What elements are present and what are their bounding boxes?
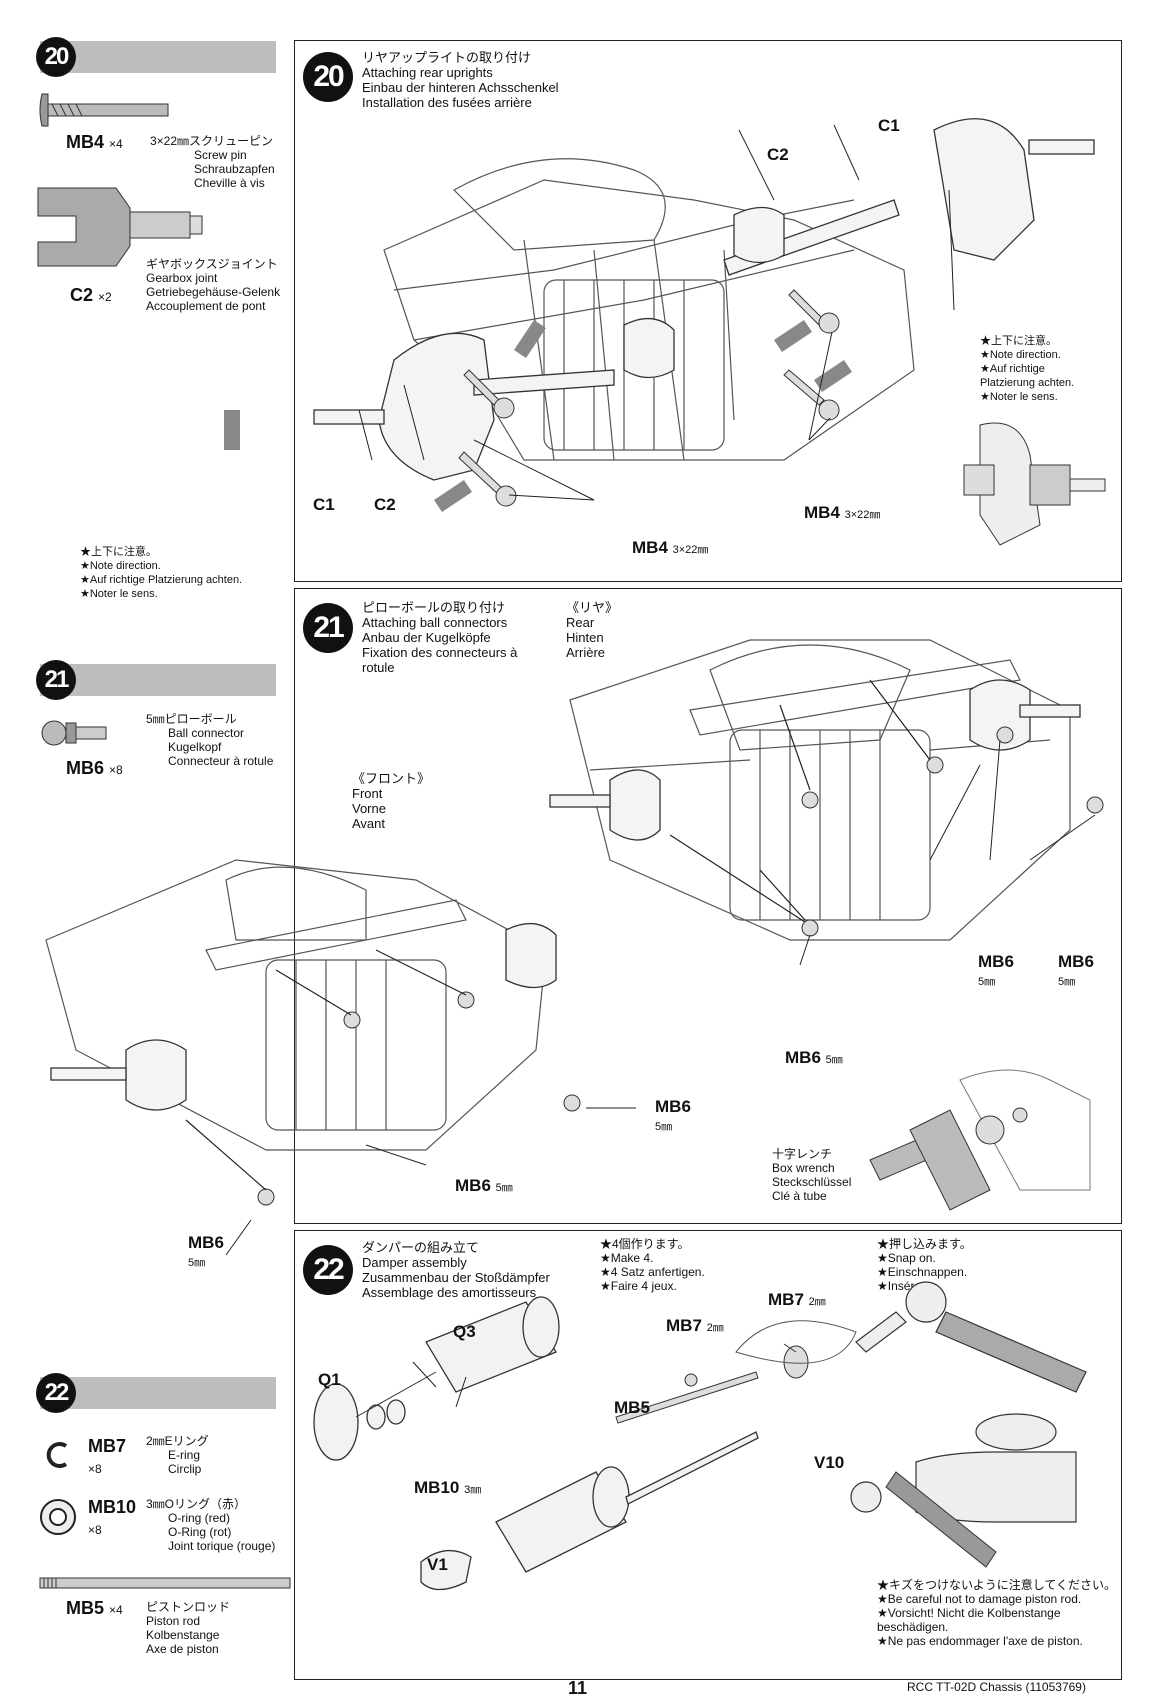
- step20-chassis-illustration: [224, 118, 1095, 512]
- part-mb5-desc: ピストンロッド Piston rod Kolbenstange Axe de p…: [146, 1600, 231, 1656]
- upright-detail-icon: [963, 422, 1106, 546]
- step22-header-bar: [40, 1377, 276, 1409]
- step22-mb10-label: MB10 3㎜: [414, 1478, 482, 1497]
- step21-badge: 21: [303, 603, 353, 653]
- part-c2-desc: ギヤボックスジョイント Gearbox joint Getriebegehäus…: [146, 257, 281, 313]
- step20-c2-bottom: C2: [374, 495, 396, 514]
- step22-badge-left: 22: [36, 1373, 76, 1413]
- step22-q1-label: Q1: [318, 1370, 341, 1389]
- part-mb7-code: MB7×8: [88, 1436, 127, 1476]
- step20-header-bar: [40, 41, 276, 73]
- step22-v1-label: V1: [427, 1555, 448, 1574]
- step20-title: リヤアップライトの取り付け Attaching rear uprights Ei…: [362, 50, 559, 110]
- step21-badge-left: 21: [36, 660, 76, 700]
- step22-make4-note: ★4個作ります。 ★Make 4. ★4 Satz anfertigen. ★F…: [600, 1237, 705, 1293]
- part-mb7-desc: 2㎜Eリング E-ring Circlip: [146, 1434, 209, 1476]
- step21-header-bar: [40, 664, 276, 696]
- o-ring-icon: [40, 1499, 76, 1535]
- part-mb4-desc: 3×22㎜スクリューピン Screw pin Schraubzapfen Che…: [150, 134, 275, 190]
- step20-mb4-right: MB4 3×22㎜: [804, 503, 881, 522]
- part-mb4-code: MB4 ×4: [66, 132, 123, 152]
- step22-badge: 22: [303, 1245, 353, 1295]
- e-ring-icon: [46, 1442, 68, 1468]
- step22-mb5-label: MB5: [614, 1398, 650, 1417]
- step20-badge-left: 20: [36, 37, 76, 77]
- step21-title: ピローボールの取り付け Attaching ball connectors An…: [362, 600, 518, 675]
- step21-rear-chassis-illustration: [549, 639, 1104, 966]
- gearbox-joint-icon: [37, 187, 203, 267]
- step20-c2-top: C2: [767, 145, 789, 164]
- footer-model: RCC TT-02D Chassis (11053769): [907, 1680, 1086, 1694]
- page-number: 11: [568, 1678, 588, 1698]
- step22-q3-label: Q3: [453, 1322, 476, 1341]
- step20-badge: 20: [303, 52, 353, 102]
- piston-rod-icon: [39, 1577, 291, 1589]
- step20-note-right: ★上下に注意。 ★Note direction. ★Auf richtige P…: [980, 335, 1075, 403]
- step20-mb4-bottom: MB4 3×22㎜: [632, 538, 709, 557]
- step21-mb6-front-2: MB6 5㎜: [455, 1176, 513, 1195]
- step21-front-chassis-illustration: [45, 859, 636, 1256]
- step22-mb7-b-label: MB7 2㎜: [768, 1290, 826, 1309]
- step20-note-left: ★上下に注意。 ★Note direction. ★Auf richtige P…: [80, 546, 243, 600]
- part-mb6-code: MB6 ×8: [66, 758, 123, 778]
- step20-c1-top: C1: [878, 116, 900, 135]
- step22-careful-note: ★キズをつけないように注意してください。 ★Be careful not to …: [877, 1578, 1117, 1648]
- part-mb6-desc: 5㎜ピローボール Ball connector Kugelkopf Connec…: [146, 712, 274, 768]
- part-mb10-code: MB10×8: [88, 1497, 137, 1537]
- step22-snap-note: ★押し込みます。 ★Snap on. ★Einschnappen. ★Insér…: [877, 1237, 972, 1293]
- step21-wrench-label: 十字レンチ Box wrench Steckschlüssel Clé à tu…: [772, 1147, 852, 1203]
- part-mb5-code: MB5 ×4: [66, 1598, 123, 1618]
- damper-assembly-illustration: [313, 1281, 1087, 1591]
- step22-mb7-a-label: MB7 2㎜: [666, 1316, 724, 1335]
- step20-c1-bottom: C1: [313, 495, 335, 514]
- step22-v10-label: V10: [814, 1453, 845, 1472]
- step21-rear-label: 《リヤ》 Rear Hinten Arrière: [566, 600, 619, 660]
- step21-front-label: 《フロント》 Front Vorne Avant: [352, 771, 431, 831]
- step22-title: ダンパーの組み立て Damper assembly Zusammenbau de…: [362, 1240, 550, 1300]
- step21-mb6-rear-3: MB6 5㎜: [785, 1048, 843, 1067]
- box-wrench-icon: [869, 1069, 1091, 1211]
- part-mb10-desc: 3㎜Oリング（赤） O-ring (red) O-Ring (rot) Join…: [146, 1497, 276, 1553]
- ball-connector-icon: [41, 720, 107, 746]
- part-c2-code: C2 ×2: [70, 285, 112, 305]
- screw-pin-icon: [39, 93, 169, 127]
